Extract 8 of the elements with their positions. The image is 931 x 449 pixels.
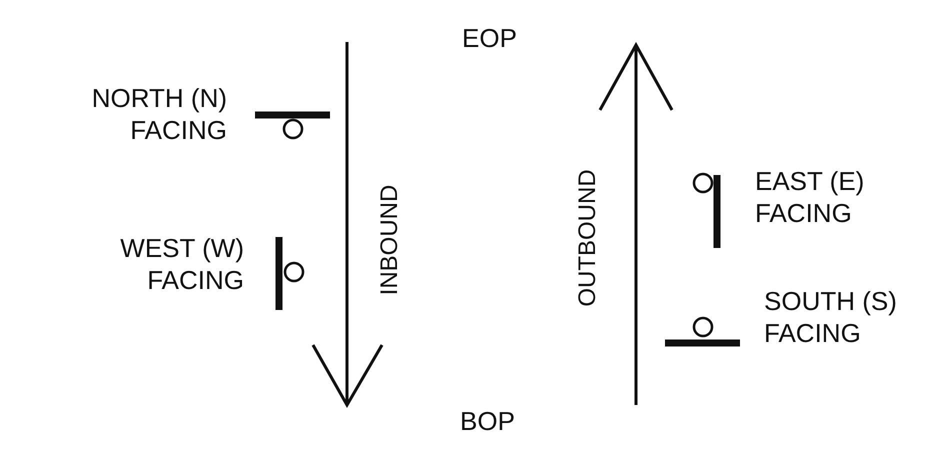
direction-label: OUTBOUND — [575, 169, 601, 307]
facing-label: EAST (E) FACING — [755, 165, 866, 229]
facing-label: WEST (W) FACING — [119, 232, 244, 296]
direction-label: INBOUND — [377, 184, 403, 296]
endpoint-label: BOP — [460, 405, 515, 437]
endpoint-label: EOP — [462, 22, 517, 54]
facing-label: NORTH (N) FACING — [90, 82, 227, 146]
facing-label: SOUTH (S) FACING — [764, 285, 898, 349]
